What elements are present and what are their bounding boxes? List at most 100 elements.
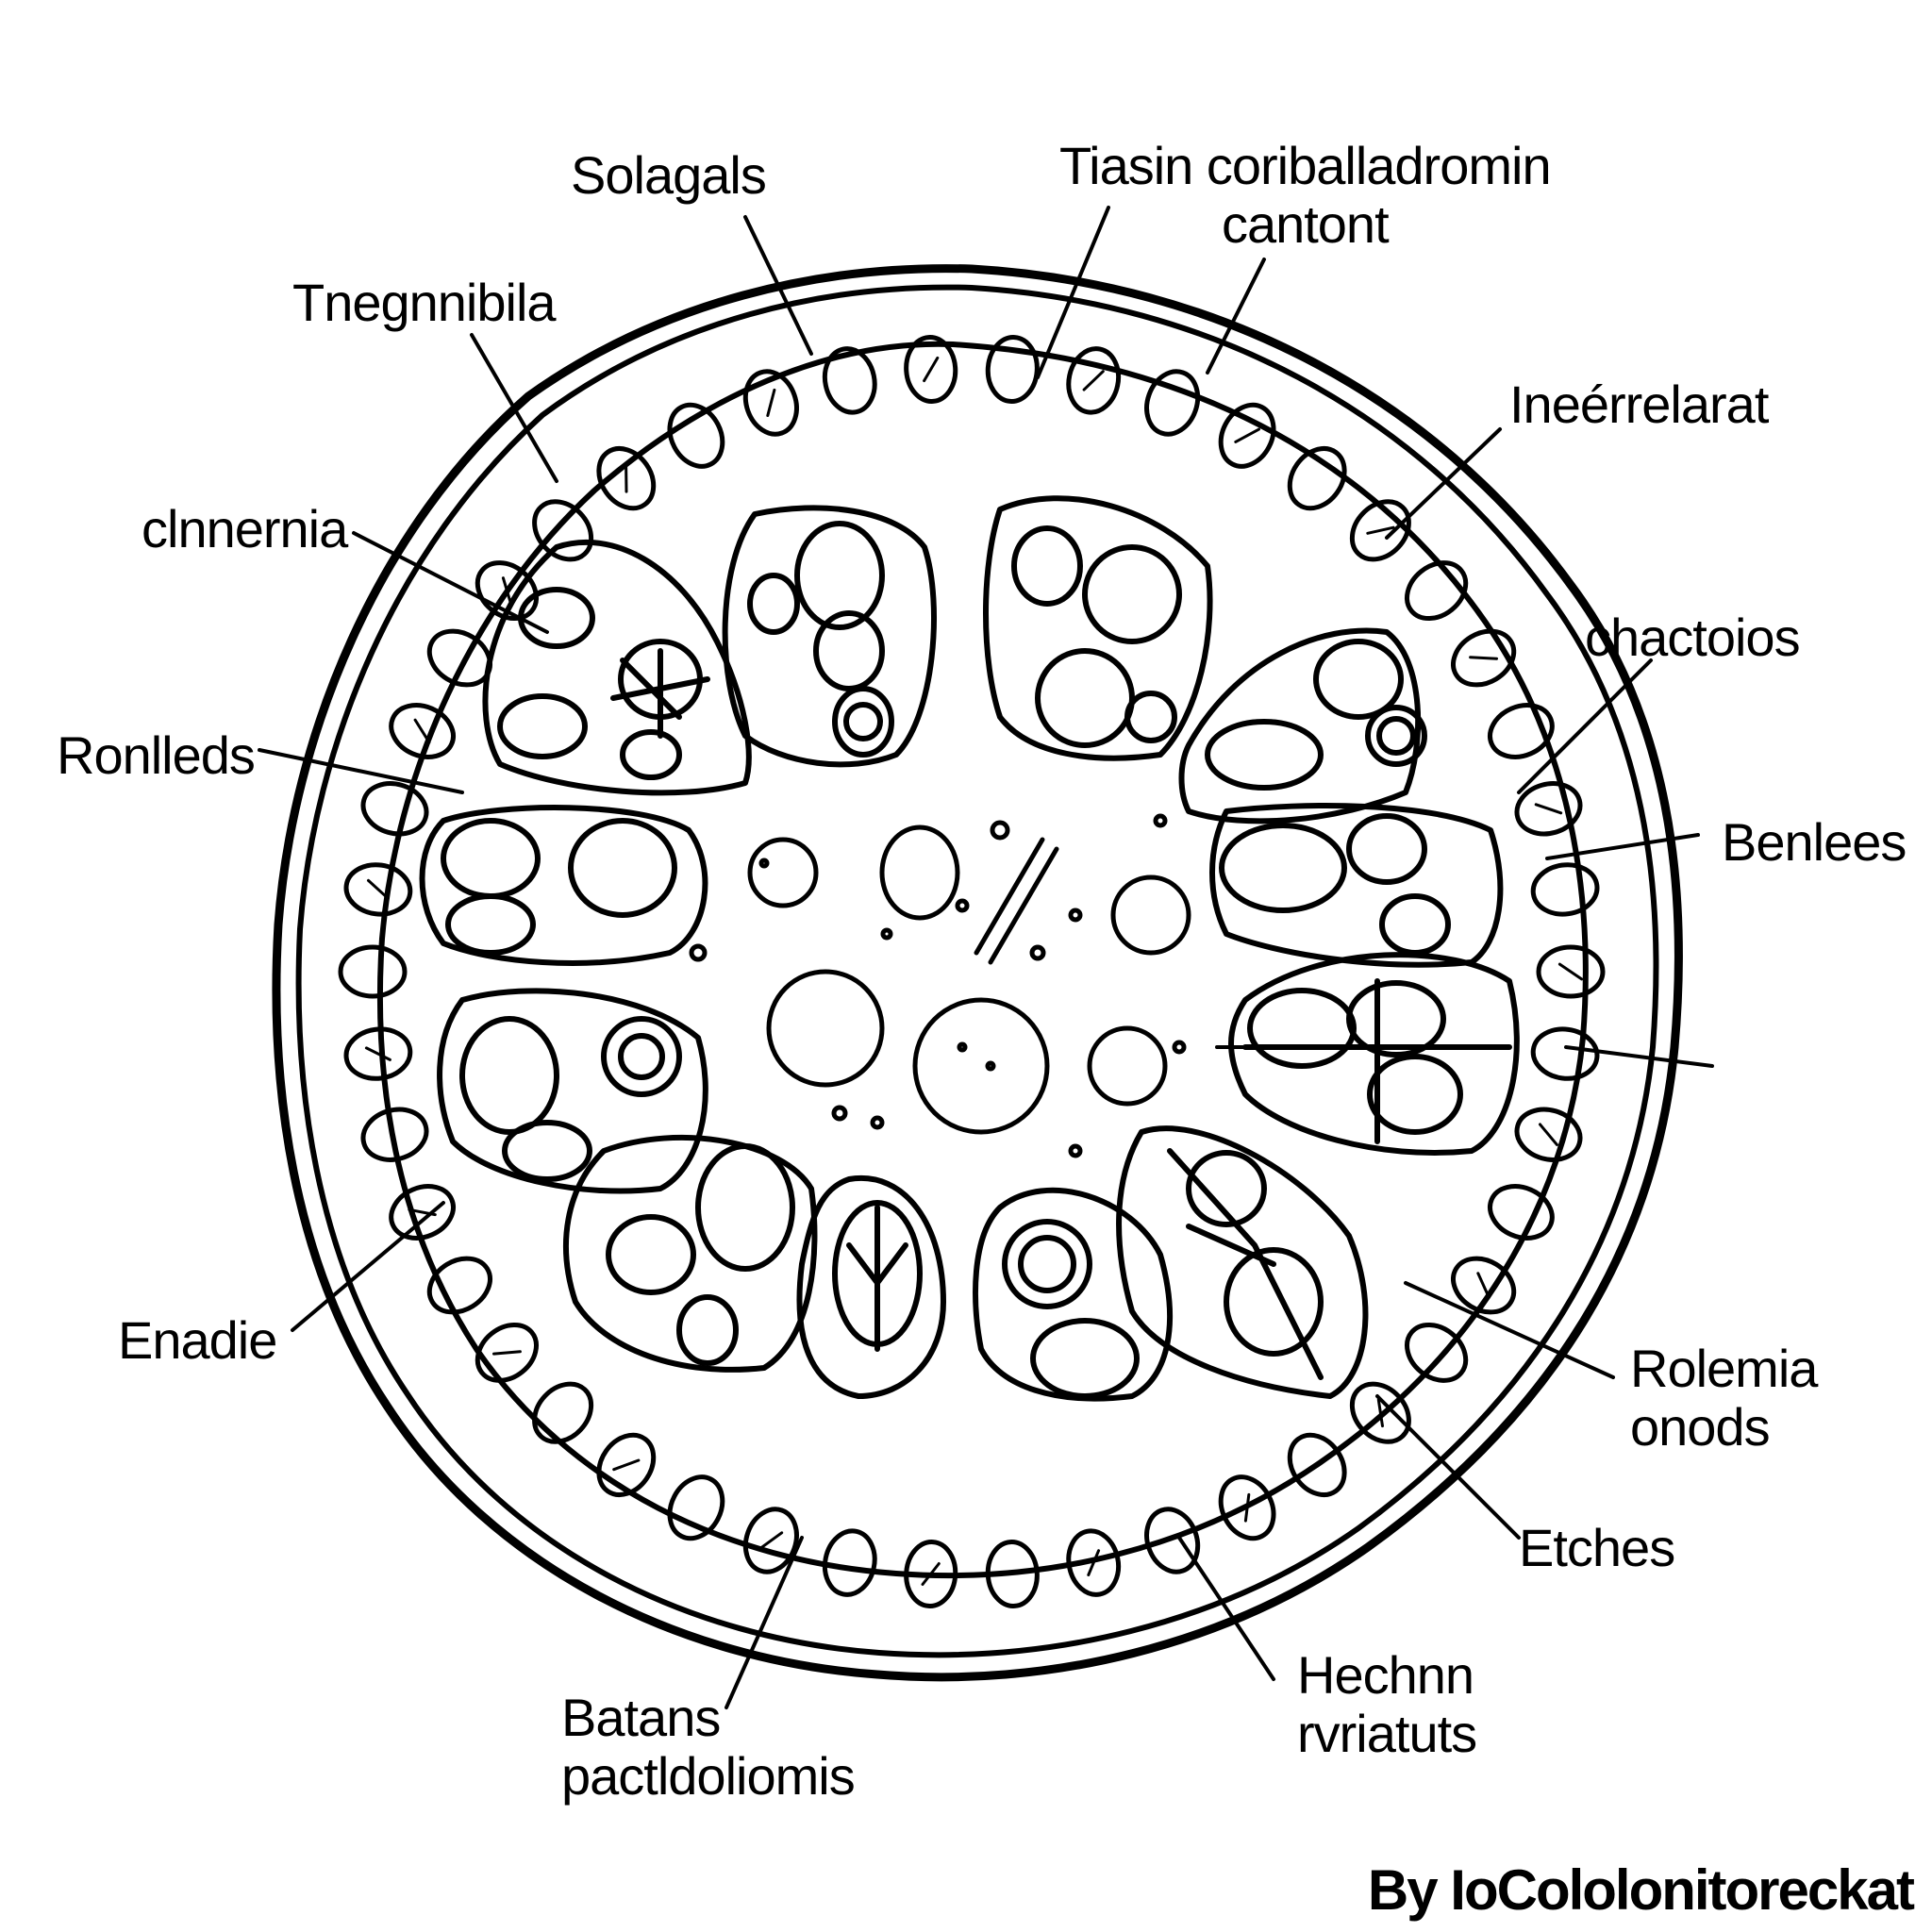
bundle-top-center-right <box>983 495 1213 761</box>
cortex-cell-vein <box>1476 1272 1491 1299</box>
bundle-bottom-center-left <box>796 1174 946 1399</box>
cortex-cell-vein <box>1534 803 1563 815</box>
leader-batans <box>724 1536 804 1709</box>
leader-tiasin <box>1036 206 1110 379</box>
bundle-bottom-right <box>1116 1125 1369 1399</box>
cortex-cell <box>1536 944 1606 999</box>
cortex-cell <box>389 1184 456 1241</box>
cortex-cell <box>667 1474 725 1541</box>
cortex-cell <box>532 499 594 562</box>
cortex-cell-vein <box>492 1350 522 1356</box>
cortex-cell <box>985 1540 1040 1608</box>
cortex-cell <box>1488 703 1555 759</box>
bundle-bottom-left <box>563 1134 818 1373</box>
label-chactoios: chactoios <box>1585 608 1801 667</box>
endodermis-ring <box>376 341 1589 1579</box>
cortex-cell-vein <box>758 1531 784 1550</box>
cortex-cell <box>338 944 408 999</box>
label-solagals: Solagals <box>571 145 767 205</box>
cortex-cell <box>1488 1184 1555 1241</box>
cortex-cell <box>1066 1528 1122 1597</box>
cortex-cell-vein <box>1243 1492 1251 1523</box>
cortex-cell <box>904 335 958 404</box>
cortex-cell <box>475 1322 539 1383</box>
leader-lines <box>258 206 1714 1709</box>
leader-enadie <box>291 1201 445 1332</box>
cortex-cell <box>475 560 539 622</box>
cortex-cell <box>1451 628 1517 688</box>
cortex-cell <box>532 1381 594 1444</box>
bundle-left-lower <box>437 988 708 1194</box>
label-tnegnnibila: Tnegnnibila <box>292 273 557 332</box>
cortex-cell <box>1218 1474 1276 1541</box>
bundle-right-middle <box>1209 803 1504 968</box>
cortex-cell-vein <box>923 356 940 383</box>
cortex-cell <box>360 781 429 837</box>
cortex-cell <box>822 346 877 415</box>
leader-tnegnnibila <box>470 333 558 483</box>
leader-etches <box>1375 1394 1521 1540</box>
cortex-cell-vein <box>364 1046 391 1061</box>
bundle-right-lower <box>1228 952 1520 1156</box>
cortex-cell <box>1530 1026 1600 1081</box>
bundle-left-middle <box>419 805 708 966</box>
cortex-cell-vein <box>413 718 431 744</box>
cortex-cell <box>1144 369 1201 437</box>
leader-hechnn <box>1177 1536 1275 1681</box>
label-clnnernia: clnnernia <box>142 499 348 558</box>
leader-benlees <box>1545 833 1700 860</box>
cortex-cell <box>343 862 413 917</box>
cortex-cell <box>1349 1381 1411 1444</box>
bundle-right-upper <box>1178 627 1427 824</box>
cortex-cell <box>1405 1322 1469 1383</box>
cortex-ring <box>295 284 1659 1658</box>
cortex-cell-vein <box>766 388 776 417</box>
leader-unlabeled <box>1215 1045 1714 1068</box>
leader-clnnernia <box>352 531 549 634</box>
cortex-cell <box>1530 862 1600 917</box>
cortex-cell <box>1451 1256 1517 1315</box>
cortex-cell <box>1405 560 1469 622</box>
cortex-cell <box>343 1026 413 1081</box>
leader-ineerrelarat <box>1385 427 1502 540</box>
cortex-cell-vein <box>1539 1123 1558 1146</box>
cortex-cell <box>1287 1432 1347 1497</box>
cortex-cell <box>1514 1107 1583 1162</box>
vascular-bundles <box>419 495 1520 1402</box>
cortex-cell-vein <box>1234 427 1260 443</box>
bundle-top-center-left <box>722 505 937 768</box>
cortex-cell-vein <box>1557 962 1584 981</box>
leader-rolemia <box>1404 1281 1615 1379</box>
cortex-cell <box>426 1256 492 1315</box>
cortex-cell <box>596 1432 657 1497</box>
cortex-cell-vein <box>1082 370 1105 391</box>
cortex-cell-vein <box>1366 525 1395 535</box>
cortex-cell-vein <box>501 576 512 605</box>
cortex-cell <box>1349 499 1411 562</box>
bundle-top-left <box>482 539 752 796</box>
label-rolemia: Rolemia onods <box>1630 1339 1818 1457</box>
cortex-cell <box>596 446 657 511</box>
label-ineerrelarat: Ineérrelarat <box>1509 375 1769 434</box>
label-hechnn: Hechnn rvriatuts <box>1297 1645 1477 1763</box>
cortex-cell <box>822 1528 877 1597</box>
central-pith <box>689 813 1191 1158</box>
bundle-bottom-center-right <box>973 1187 1173 1402</box>
cortex-cell <box>904 1540 958 1608</box>
cortex-cell-vein <box>1376 1398 1384 1428</box>
label-benlees: Benlees <box>1722 812 1907 872</box>
credit-text: By IoCololonitoreckat <box>1367 1858 1915 1922</box>
outer-epidermis <box>272 264 1683 1682</box>
cortex-cell <box>360 1107 429 1162</box>
cortex-cell <box>389 703 456 759</box>
label-enadie: Enadie <box>118 1310 277 1370</box>
cortex-cell <box>985 335 1040 404</box>
cortex-cell <box>1066 346 1122 415</box>
cortex-cell <box>742 1507 799 1574</box>
label-tiasin: Tiasin coriballadromin cantont <box>1059 136 1552 254</box>
label-ronlleds: Ronlleds <box>57 725 256 785</box>
cortex-cell-vein <box>1469 656 1498 660</box>
leader-ronlleds <box>258 748 464 794</box>
leader-solagals <box>743 215 813 356</box>
